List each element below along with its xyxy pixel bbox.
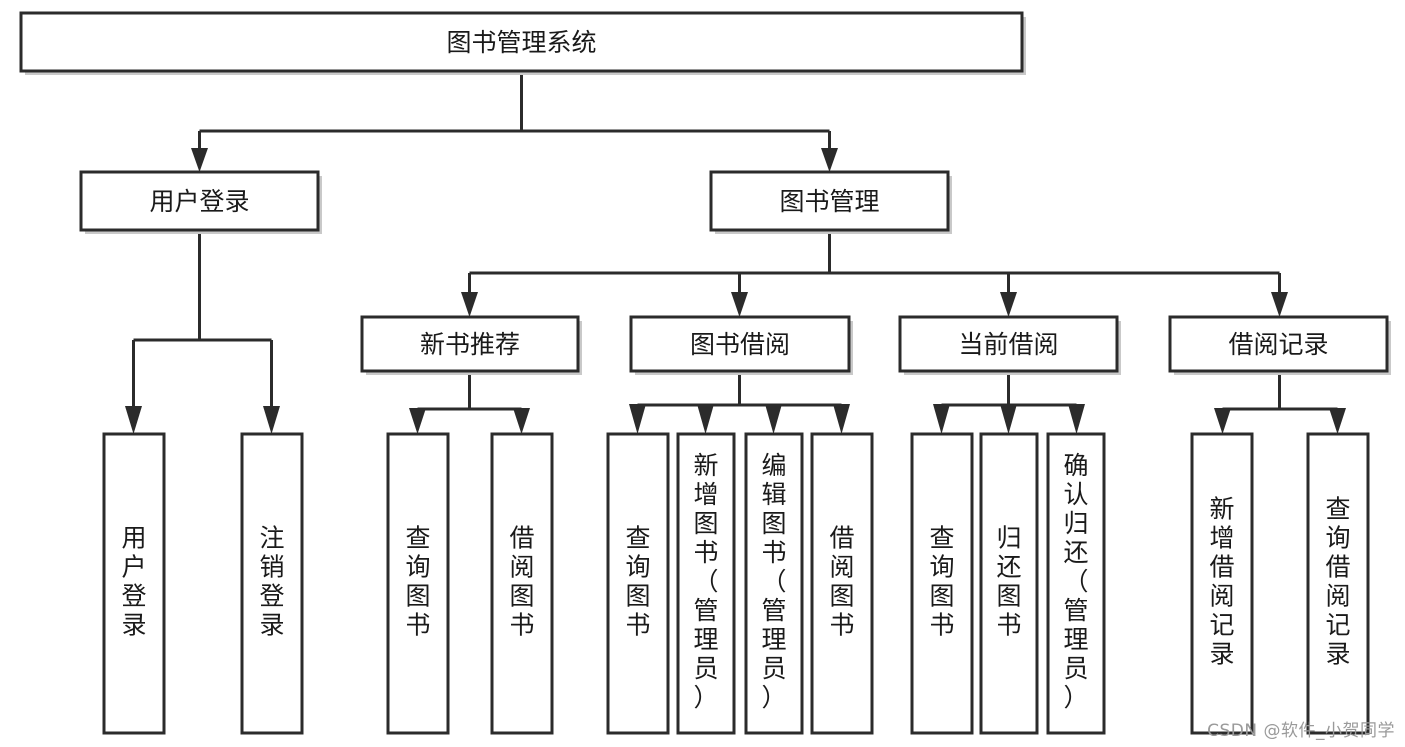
arrow-head-leaf-confirm-return: [1068, 404, 1085, 434]
arrow-head-book-borrow: [731, 292, 748, 317]
arrow-head-leaf-query-book-1: [409, 408, 426, 434]
node-leaf-borrow-book-2[interactable]: 借阅图书: [810, 432, 874, 735]
node-leaf-borrow-book-1[interactable]: 借阅图书: [490, 432, 554, 735]
node-leaf-user-login-label: 用户登录: [121, 524, 146, 640]
node-book-management-label: 图书管理: [779, 187, 879, 216]
node-current-borrow-box[interactable]: [898, 315, 1119, 373]
node-user-login[interactable]: 用户登录: [79, 170, 322, 234]
arrow-head-leaf-add-record: [1214, 408, 1231, 434]
node-leaf-confirm-return-label: 确认归还（管理员）: [1063, 451, 1088, 712]
node-leaf-query-book-3-box[interactable]: [910, 432, 974, 735]
node-leaf-return-book[interactable]: 归还图书: [979, 432, 1039, 735]
node-leaf-query-record[interactable]: 查询借阅记录: [1306, 432, 1370, 735]
arrow-head-new-book-recommend: [461, 292, 478, 317]
node-borrow-record[interactable]: 借阅记录: [1168, 315, 1391, 375]
node-leaf-query-book-3-label: 查询图书: [929, 524, 954, 640]
arrow-head-leaf-borrow-book-2: [833, 404, 850, 434]
arrow-head-leaf-edit-book: [765, 404, 782, 434]
node-leaf-confirm-return[interactable]: 确认归还（管理员）: [1046, 432, 1106, 735]
node-book-borrow-label: 图书借阅: [690, 330, 790, 359]
node-leaf-return-book-label: 归还图书: [996, 524, 1021, 640]
node-borrow-record-label: 借阅记录: [1228, 330, 1328, 359]
node-leaf-logout-login-box[interactable]: [240, 432, 304, 735]
arrow-head-leaf-user-login: [125, 406, 142, 434]
node-leaf-borrow-book-2-label: 借阅图书: [829, 524, 854, 640]
node-leaf-edit-book-label: 编辑图书（管理员）: [761, 451, 786, 712]
node-root-label: 图书管理系统: [446, 28, 596, 57]
node-leaf-edit-book-box[interactable]: [744, 432, 804, 735]
arrow-head-leaf-add-book: [697, 404, 714, 434]
arrow-head-leaf-return-book: [1000, 404, 1017, 434]
node-leaf-borrow-book-1-label: 借阅图书: [509, 524, 534, 640]
node-leaf-query-book-3[interactable]: 查询图书: [910, 432, 974, 735]
node-current-borrow[interactable]: 当前借阅: [898, 315, 1121, 375]
node-leaf-confirm-return-box[interactable]: [1046, 432, 1106, 735]
node-new-book-recommend-box[interactable]: [360, 315, 580, 373]
node-user-login-box[interactable]: [79, 170, 320, 232]
node-leaf-query-book-2[interactable]: 查询图书: [606, 432, 670, 735]
arrow-head-leaf-query-book-3: [933, 404, 950, 434]
connector-layer: [125, 73, 1346, 434]
node-new-book-recommend[interactable]: 新书推荐: [360, 315, 582, 375]
node-book-management[interactable]: 图书管理: [709, 170, 952, 234]
node-leaf-add-book[interactable]: 新增图书（管理员）: [676, 432, 736, 735]
node-leaf-query-book-1-box[interactable]: [386, 432, 450, 735]
node-leaf-edit-book[interactable]: 编辑图书（管理员）: [744, 432, 804, 735]
node-leaf-user-login[interactable]: 用户登录: [102, 432, 166, 735]
arrow-head-leaf-query-book-2: [629, 404, 646, 434]
node-leaf-add-record-box[interactable]: [1190, 432, 1254, 735]
node-leaf-logout-login[interactable]: 注销登录: [240, 432, 304, 735]
node-leaf-add-record-label: 新增借阅记录: [1209, 495, 1234, 669]
node-leaf-add-book-box[interactable]: [676, 432, 736, 735]
arrow-head-leaf-query-record: [1329, 408, 1346, 434]
node-leaf-query-book-2-box[interactable]: [606, 432, 670, 735]
arrow-head-current-borrow: [1000, 292, 1017, 317]
node-leaf-logout-login-label: 注销登录: [259, 524, 284, 640]
node-book-borrow-box[interactable]: [629, 315, 851, 373]
node-leaf-borrow-book-1-box[interactable]: [490, 432, 554, 735]
node-user-login-label: 用户登录: [149, 187, 249, 216]
arrow-head-user-login: [191, 148, 208, 172]
node-new-book-recommend-label: 新书推荐: [420, 330, 520, 359]
node-leaf-query-book-2-label: 查询图书: [625, 524, 650, 640]
node-book-management-box[interactable]: [709, 170, 950, 232]
node-borrow-record-box[interactable]: [1168, 315, 1389, 373]
arrow-head-borrow-record: [1271, 292, 1288, 317]
node-leaf-query-record-label: 查询借阅记录: [1325, 495, 1350, 669]
node-leaf-add-record[interactable]: 新增借阅记录: [1190, 432, 1254, 735]
node-leaf-borrow-book-2-box[interactable]: [810, 432, 874, 735]
arrow-head-leaf-borrow-book-1: [513, 408, 530, 434]
node-root[interactable]: 图书管理系统: [19, 11, 1026, 75]
node-leaf-query-book-1-label: 查询图书: [405, 524, 430, 640]
node-root-box[interactable]: [19, 11, 1024, 73]
node-leaf-query-book-1[interactable]: 查询图书: [386, 432, 450, 735]
arrow-head-book-management: [821, 148, 838, 172]
node-leaf-query-record-box[interactable]: [1306, 432, 1370, 735]
csdn-watermark: CSDN @软件_小贺同学: [1207, 721, 1395, 741]
node-current-borrow-label: 当前借阅: [958, 330, 1058, 359]
arrow-head-leaf-logout-login: [263, 406, 280, 434]
node-leaf-add-book-label: 新增图书（管理员）: [693, 451, 718, 712]
node-book-borrow[interactable]: 图书借阅: [629, 315, 853, 375]
node-leaf-user-login-box[interactable]: [102, 432, 166, 735]
node-leaf-return-book-box[interactable]: [979, 432, 1039, 735]
